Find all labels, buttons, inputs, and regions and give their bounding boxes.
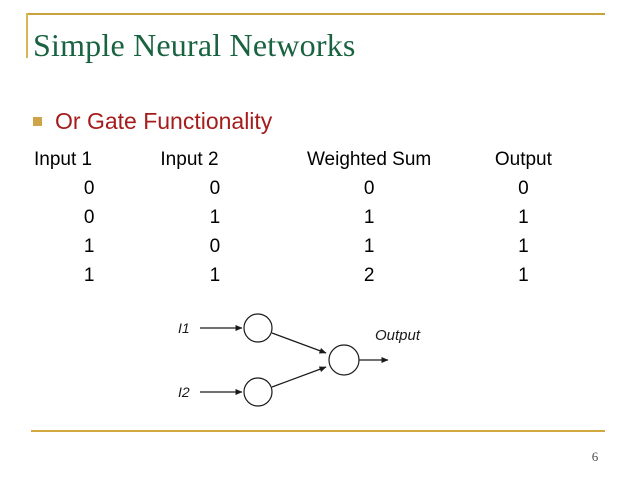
page-number: 6: [591, 449, 599, 464]
column-header-input-2: Input 2: [160, 149, 219, 170]
top-accent-rule-vertical: [26, 13, 28, 58]
cell-input-2: 0: [209, 178, 221, 199]
neural-network-diagram: I1 I2 Output: [160, 300, 460, 420]
cell-input-1: 0: [83, 178, 95, 199]
column-header-input-1: Input 1: [34, 149, 93, 170]
cell-input-2: 0: [209, 236, 221, 257]
network-svg: I1 I2 Output: [178, 313, 421, 407]
cell-output: 1: [518, 265, 529, 286]
cell-input-2: 1: [209, 207, 221, 228]
cell-weighted-sum: 0: [363, 178, 375, 199]
output-label: Output: [375, 327, 421, 344]
cell-output: 1: [518, 207, 529, 228]
cell-weighted-sum: 2: [363, 265, 375, 286]
cell-input-1: 1: [83, 265, 95, 286]
footer-accent-rule: [31, 430, 605, 432]
bullet-item: Or Gate Functionality: [33, 108, 272, 134]
table-row: 1 0 1 1: [30, 232, 590, 261]
input-node-1: [243, 313, 273, 343]
column-header-weighted-sum: Weighted Sum: [306, 149, 432, 170]
cell-output: 1: [518, 236, 529, 257]
input-1-label: I1: [178, 320, 190, 336]
bullet-item-label: Or Gate Functionality: [55, 108, 273, 134]
cell-input-2: 1: [209, 265, 221, 286]
column-header-output: Output: [494, 149, 552, 170]
input-node-2: [243, 377, 273, 407]
connection-input-2-to-output: [271, 366, 327, 388]
table-header-row: Input 1 Input 2 Weighted Sum Output: [30, 145, 590, 174]
page-title: Simple Neural Networks: [33, 27, 356, 63]
top-accent-rule-horizontal: [26, 13, 605, 15]
output-node: [328, 344, 360, 376]
cell-input-1: 1: [83, 236, 95, 257]
cell-weighted-sum: 1: [363, 236, 375, 257]
table-row: 0 0 0 0: [30, 174, 590, 203]
table-row: 0 1 1 1: [30, 203, 590, 232]
square-bullet-icon: [33, 116, 42, 126]
input-2-label: I2: [178, 384, 190, 400]
connection-input-1-to-output: [271, 332, 327, 354]
cell-output: 0: [518, 178, 529, 199]
table-row: 1 1 2 1: [30, 261, 590, 290]
cell-input-1: 0: [83, 207, 95, 228]
cell-weighted-sum: 1: [363, 207, 375, 228]
truth-table: Input 1 Input 2 Weighted Sum Output 0 0 …: [30, 145, 590, 290]
